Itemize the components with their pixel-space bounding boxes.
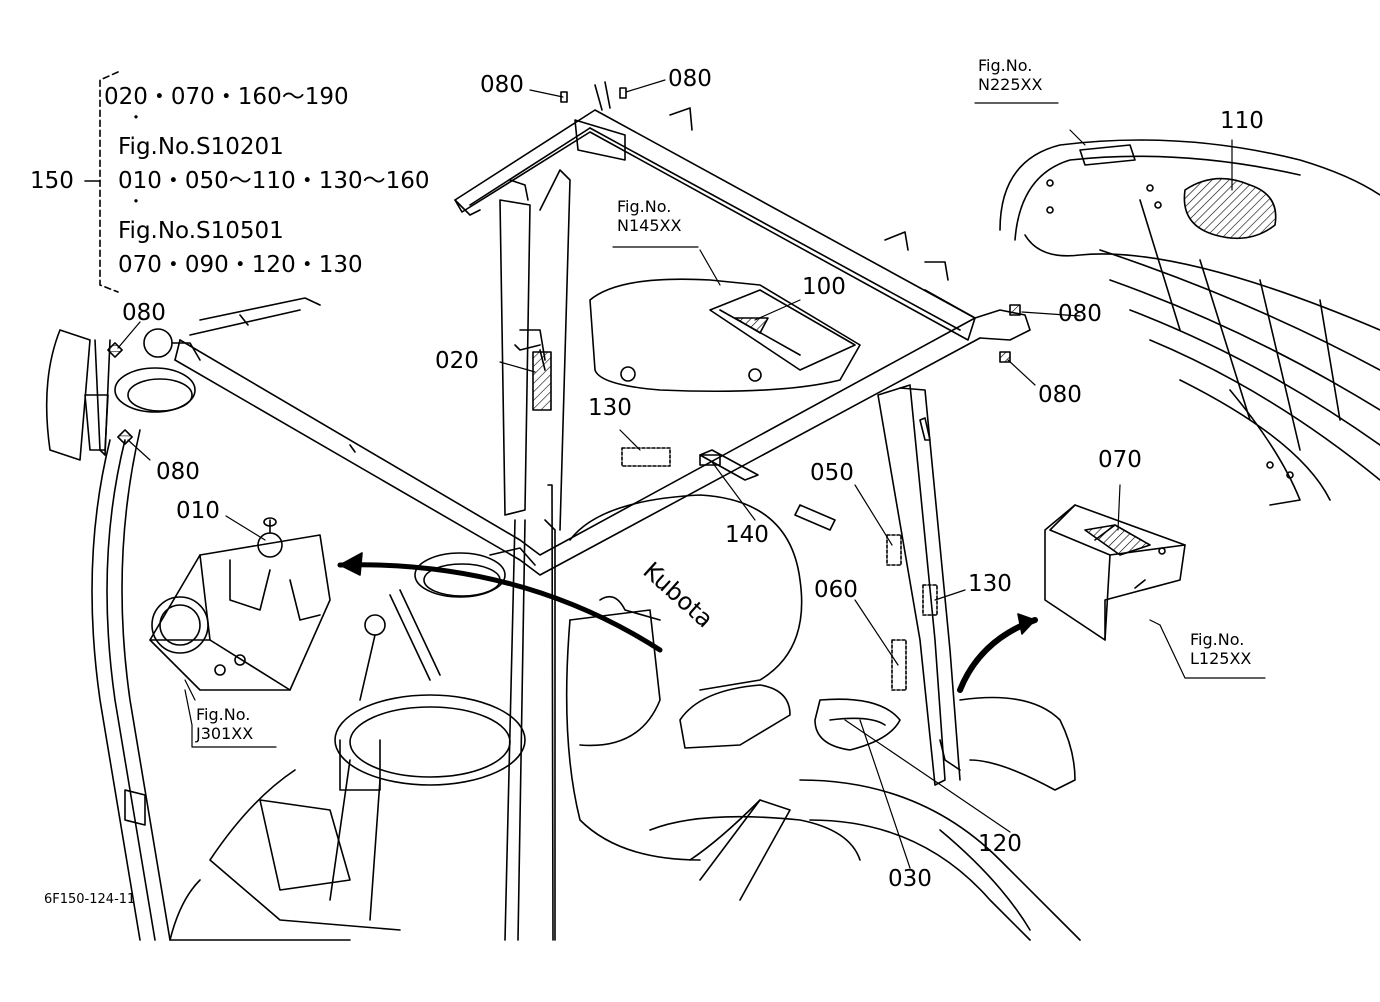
arrowhead-valve — [339, 552, 363, 576]
center-light — [414, 547, 536, 598]
ref-block-label: 150 — [30, 168, 74, 194]
fig-ref-n225-line1: Fig.No. — [978, 56, 1033, 75]
side-panel-070 — [1044, 504, 1186, 641]
cab-pillars — [499, 169, 961, 941]
roof-frame — [174, 81, 1031, 576]
decal-050 — [886, 534, 902, 566]
hst-valve-assembly — [149, 517, 331, 691]
ref-dot-1: ・ — [128, 108, 145, 127]
reference-bracket — [99, 71, 119, 293]
fig-ref-l125: Fig.No. L125XX — [1190, 630, 1251, 668]
callout-080-right-upper: 080 — [1058, 301, 1102, 327]
callout-130-left: 130 — [588, 395, 632, 421]
ref-line-5: 070・090・120・130 — [118, 252, 363, 278]
left-mirror-light — [45, 328, 201, 941]
decal-140 — [699, 454, 721, 466]
callout-050: 050 — [810, 460, 854, 486]
callout-140: 140 — [725, 522, 769, 548]
ref-line-1: 020・070・160～190 — [104, 84, 349, 110]
headliner — [589, 278, 861, 393]
fig-ref-n145: Fig.No. N145XX — [617, 197, 681, 235]
callout-070: 070 — [1098, 447, 1142, 473]
fig-ref-l125-line2: L125XX — [1190, 649, 1252, 669]
arrowhead-panel — [1017, 613, 1036, 635]
decal-130-left — [621, 447, 671, 467]
fig-ref-n145-line2: N145XX — [617, 216, 682, 236]
leader-lines — [117, 79, 1266, 869]
callout-080-top-left: 080 — [480, 72, 524, 98]
callout-080-right-lower: 080 — [1038, 382, 1082, 408]
callout-080-left-upper: 080 — [122, 300, 166, 326]
callout-110: 110 — [1220, 108, 1264, 134]
arrow-to-valve — [337, 562, 663, 653]
drawing-code: 6F150-124-11 — [44, 892, 136, 907]
callout-130-right: 130 — [968, 571, 1012, 597]
ref-dot-2: ・ — [128, 192, 145, 211]
fig-ref-j301-line2: J301XX — [196, 724, 254, 744]
callout-060: 060 — [814, 577, 858, 603]
callout-080-left-lower: 080 — [156, 459, 200, 485]
fig-ref-n225: Fig.No. N225XX — [978, 56, 1042, 94]
fig-ref-l125-line1: Fig.No. — [1190, 630, 1245, 649]
decal-060 — [891, 639, 907, 691]
fig-ref-n225-line2: N225XX — [978, 75, 1043, 95]
operator-seat — [565, 494, 861, 861]
fig-ref-n145-line1: Fig.No. — [617, 197, 672, 216]
callout-100: 100 — [802, 274, 846, 300]
ref-line-3: 010・050～110・130～160 — [118, 168, 430, 194]
callout-080-top-right: 080 — [668, 66, 712, 92]
ref-line-4: Fig.No.S10501 — [118, 218, 284, 244]
callout-120: 120 — [978, 831, 1022, 857]
fender-floor — [599, 595, 1081, 941]
decal-130-right — [922, 584, 938, 616]
callout-010: 010 — [176, 498, 220, 524]
callout-030: 030 — [888, 866, 932, 892]
steering-controls — [169, 589, 526, 941]
ref-line-2: Fig.No.S10201 — [118, 134, 284, 160]
callout-020: 020 — [435, 348, 479, 374]
rear-window — [999, 139, 1380, 506]
fig-ref-j301: Fig.No. J301XX — [196, 705, 253, 743]
decal-020 — [532, 351, 552, 411]
fig-ref-j301-line1: Fig.No. — [196, 705, 251, 724]
